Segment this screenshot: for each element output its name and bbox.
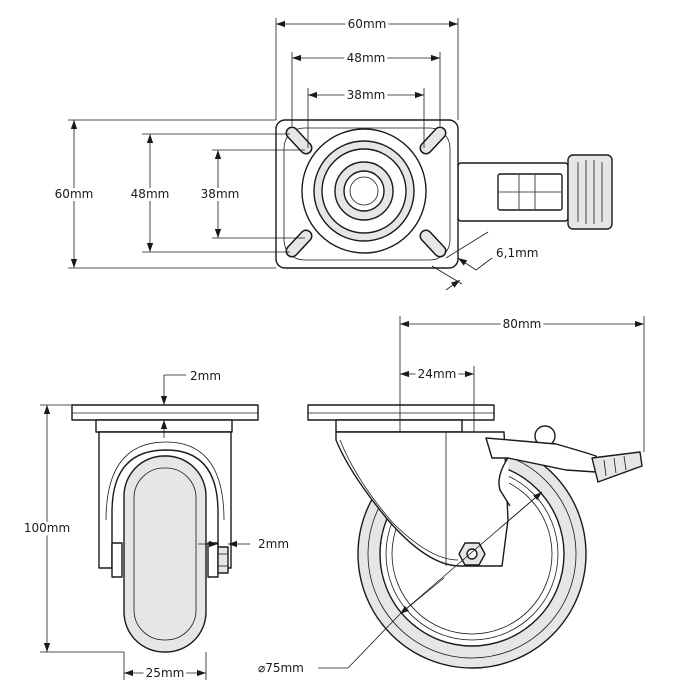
front-axle-right [207,542,219,578]
top-view: 60mm 48mm 38mm 60mm 48mm 38mm 6,1mm [52,14,613,291]
front-plate [71,404,259,421]
front-fork [98,431,232,569]
dim-hole-spacing-outer-x: 48mm [347,51,386,65]
side-plate [307,404,495,421]
mounting-holes [285,126,447,258]
side-swivel-head [335,419,463,433]
dim-hole-diameter: 6,1mm [496,246,538,260]
dim-hole-spacing-outer-y: 48mm [131,187,170,201]
dim-plate-thickness: 2mm [190,369,221,383]
dim-wheel-width: 25mm [146,666,185,680]
dim-swivel-offset: 24mm [418,367,457,381]
front-view: 2mm 100mm 2mm 25mm [21,369,289,683]
mounting-plate-top [275,119,459,269]
front-wheel [123,455,207,653]
front-axle-left [111,542,123,578]
dim-hole-spacing-inner-x: 38mm [347,88,386,102]
dim-wheel-diameter: ⌀75mm [258,661,304,675]
dim-plate-width: 60mm [348,17,387,31]
dim-hole-spacing-inner-y: 38mm [201,187,240,201]
side-view: 80mm 24mm ⌀75mm [258,314,645,675]
dim-overall-height: 100mm [24,521,70,535]
dim-total-length: 80mm [503,317,542,331]
brake-lever-top [457,154,613,230]
side-brake [485,425,643,507]
front-axle-nut [217,546,229,574]
dim-fork-thickness: 2mm [258,537,289,551]
dim-plate-height: 60mm [55,187,94,201]
side-fork [335,431,509,567]
